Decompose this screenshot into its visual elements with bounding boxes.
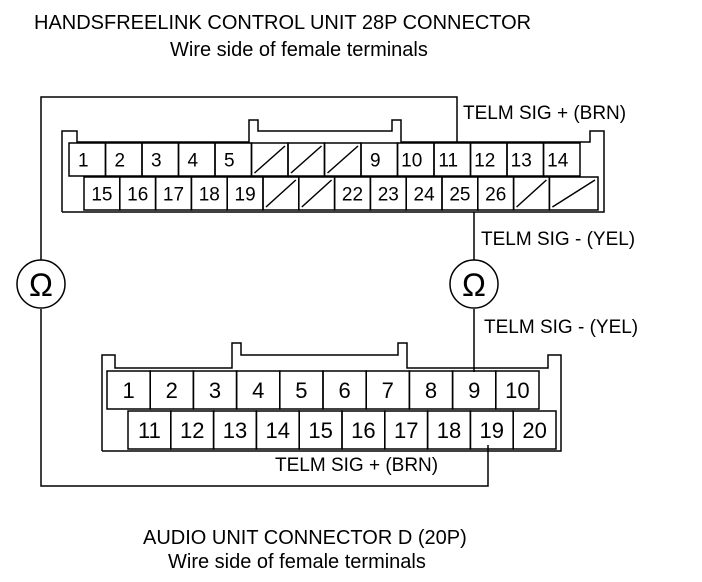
bottom-row2-pin-19: 19 xyxy=(480,418,504,443)
top-row1-pin-14: 14 xyxy=(547,150,569,171)
top-row1-pin-2: 2 xyxy=(114,150,125,171)
top-row2-pin-26: 26 xyxy=(485,184,506,205)
top-row1-pin-9: 9 xyxy=(370,150,381,171)
top-row1-cell xyxy=(542,142,581,177)
top-row1-blank-slash xyxy=(254,145,286,174)
top-row1-pin-12: 12 xyxy=(474,150,495,171)
top-row1-pin-13: 13 xyxy=(511,150,532,171)
top-row1-pin-3: 3 xyxy=(151,150,162,171)
telm-sig-plus-top-label: TELM SIG + (BRN) xyxy=(463,103,627,124)
bottom-connector-grid xyxy=(106,370,557,450)
bottom-row1-pin-4: 4 xyxy=(252,378,264,403)
bottom-row1-pin-6: 6 xyxy=(338,378,350,403)
top-row2-blank-slash xyxy=(516,179,547,208)
top-row1-pin-5: 5 xyxy=(224,150,235,171)
bottom-row2-pin-20: 20 xyxy=(522,418,546,443)
top-row1-blank-slash xyxy=(290,145,322,174)
wiring-loop xyxy=(40,96,489,487)
bottom-row2-pin-13: 13 xyxy=(223,418,247,443)
bottom-row2-pin-12: 12 xyxy=(180,418,204,443)
bottom-row1-pin-5: 5 xyxy=(295,378,307,403)
bottom-row2-pin-16: 16 xyxy=(351,418,375,443)
top-row2-pin-19: 19 xyxy=(235,184,256,205)
bottom-row1-pin-7: 7 xyxy=(382,378,394,403)
bottom-row1-cell xyxy=(495,370,540,410)
top-row1-pin-10: 10 xyxy=(401,150,422,171)
top-row1-pin-11: 11 xyxy=(438,150,458,171)
bottom-connector-subtitle: Wire side of female terminals xyxy=(168,551,426,573)
top-row1-blank-slash xyxy=(327,145,359,174)
bottom-row2-pin-17: 17 xyxy=(394,418,418,443)
bottom-row1-pin-8: 8 xyxy=(425,378,437,403)
bottom-row2-pin-15: 15 xyxy=(308,418,332,443)
top-connector-subtitle: Wire side of female terminals xyxy=(170,39,428,61)
left-ohmmeter-icon: Ω xyxy=(16,259,66,309)
right-ohmmeter-icon: Ω xyxy=(449,259,499,309)
top-row2-pin-16: 16 xyxy=(127,184,148,205)
top-row2-pin-22: 22 xyxy=(342,184,363,205)
bottom-row2-cell xyxy=(512,410,557,450)
top-row2-pin-15: 15 xyxy=(91,184,112,205)
bottom-row1-pin-9: 9 xyxy=(468,378,480,403)
bottom-row1-pin-10: 10 xyxy=(505,378,529,403)
telm-sig-plus-bottom-label: TELM SIG + (BRN) xyxy=(275,455,439,476)
bottom-row1-pin-3: 3 xyxy=(209,378,221,403)
telm-sig-minus-bottom-label: TELM SIG - (YEL) xyxy=(484,317,639,338)
top-row2-blank-slash xyxy=(301,179,333,208)
top-row2-blank-slash xyxy=(551,179,596,208)
top-row1-pin-1: 1 xyxy=(78,150,89,171)
bottom-row2-pin-18: 18 xyxy=(437,418,461,443)
top-row2-pin-23: 23 xyxy=(378,184,399,205)
bottom-connector-body xyxy=(101,342,562,452)
top-row2-pin-17: 17 xyxy=(163,184,184,205)
bottom-row1-pin-2: 2 xyxy=(166,378,178,403)
right-ohm-symbol: Ω xyxy=(462,267,486,303)
top-row2-pin-18: 18 xyxy=(199,184,220,205)
top-row2-pin-24: 24 xyxy=(414,184,436,205)
top-row1-pin-4: 4 xyxy=(187,150,198,171)
top-row2-pin-25: 25 xyxy=(449,184,470,205)
top-connector-grid xyxy=(68,142,599,211)
bottom-row2-pin-11: 11 xyxy=(138,418,161,443)
bottom-connector-title: AUDIO UNIT CONNECTOR D (20P) xyxy=(143,527,467,549)
bottom-row2-pin-14: 14 xyxy=(266,418,290,443)
telm-sig-minus-top-label: TELM SIG - (YEL) xyxy=(481,229,636,250)
top-connector-title: HANDSFREELINK CONTROL UNIT 28P CONNECTOR xyxy=(34,12,532,34)
top-connector-body xyxy=(61,119,605,213)
top-row2-cell xyxy=(548,176,599,211)
top-row2-blank-slash xyxy=(265,179,297,208)
left-ohm-symbol: Ω xyxy=(29,267,53,303)
bottom-row1-pin-1: 1 xyxy=(122,378,134,403)
